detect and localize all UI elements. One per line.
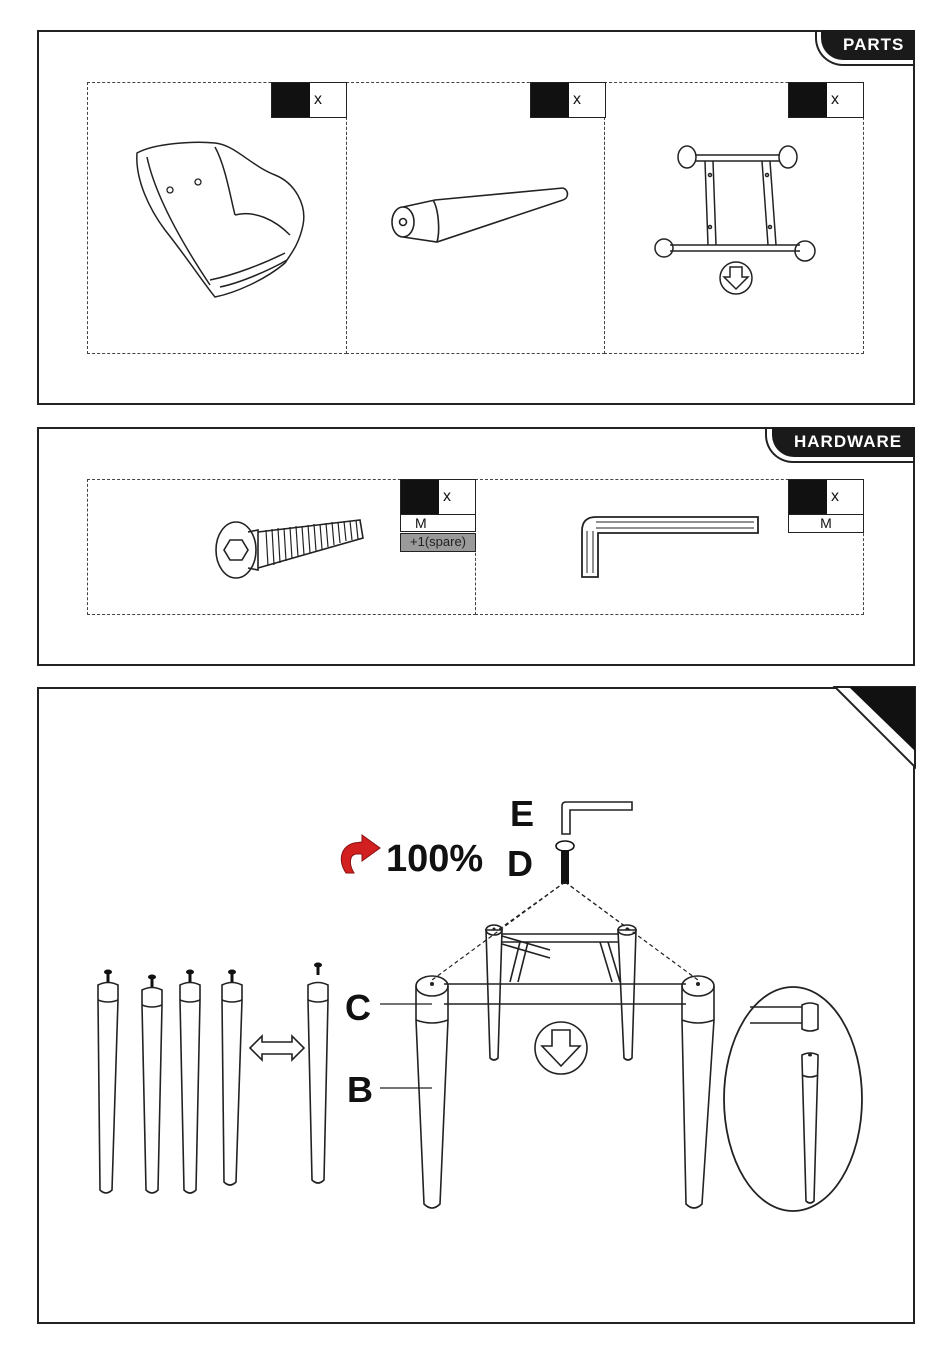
allen-key-illustration (578, 513, 763, 583)
qty-x: x (569, 83, 605, 117)
qty-box-frame: x (788, 82, 864, 118)
label-b: B (347, 1069, 373, 1111)
qty-x: x (827, 480, 863, 514)
qty-box-seat: x (271, 82, 347, 118)
key-size: M (788, 515, 864, 533)
hardware-tab: HARDWARE (772, 427, 915, 457)
qty-letter-block (401, 480, 439, 514)
bolt-illustration (210, 510, 370, 585)
tighten-arrow-icon (336, 833, 384, 877)
seat-illustration (125, 135, 310, 305)
qty-x: x (310, 83, 346, 117)
qty-box-key: x (788, 479, 864, 515)
qty-box-leg: x (530, 82, 606, 118)
qty-x: x (439, 480, 475, 514)
qty-box-bolt: x (400, 479, 476, 515)
step-corner-flag (835, 687, 915, 767)
qty-letter-block (789, 480, 827, 514)
frame-illustration (650, 135, 830, 300)
bolt-size: M (400, 515, 476, 532)
tighten-percentage: 100% (386, 838, 483, 881)
parts-tab: PARTS (821, 30, 915, 60)
frame-with-legs-illustration (410, 920, 720, 1220)
label-c: C (345, 987, 371, 1029)
qty-letter-block (531, 83, 569, 117)
label-leader-lines (380, 1000, 440, 1095)
leg-illustration (385, 180, 575, 250)
bolt-spare-count: +1(spare) (400, 533, 476, 552)
qty-x: x (827, 83, 863, 117)
label-e: E (510, 793, 534, 835)
detail-zoom-oval (722, 985, 864, 1213)
loose-legs-illustration (90, 960, 350, 1200)
qty-letter-block (272, 83, 310, 117)
label-d: D (507, 843, 533, 885)
allen-key-icon (558, 800, 638, 836)
qty-letter-block (789, 83, 827, 117)
